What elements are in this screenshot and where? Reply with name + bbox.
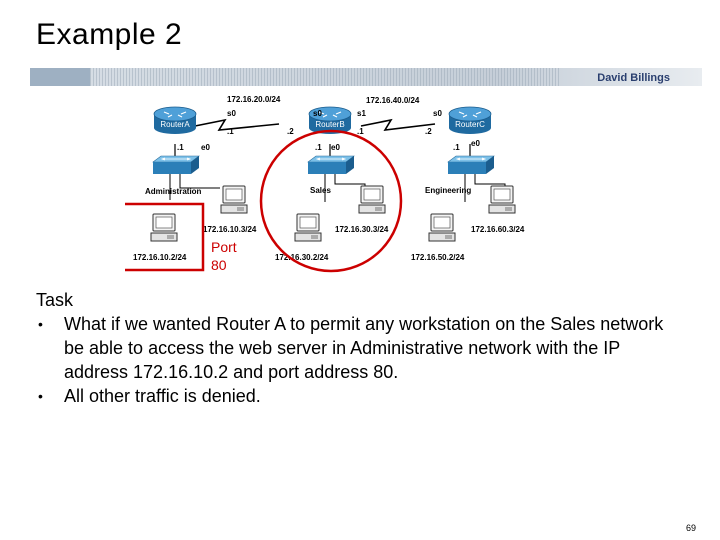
router-b-s0: s0	[313, 109, 322, 118]
router-a-e0: e0	[201, 143, 210, 152]
router-b-s0-ip: .2	[287, 127, 294, 136]
segment-engineering-label: Engineering	[425, 186, 471, 195]
segment-administration-label: Administration	[145, 187, 202, 196]
router-c: RouterC	[448, 106, 492, 135]
host-sales-2-ip: 172.16.30.3/24	[335, 225, 389, 234]
router-b-e0: e0	[331, 143, 340, 152]
pc-admin-2	[220, 185, 248, 214]
router-a-e0-ip: .1	[177, 143, 184, 152]
pc-sales-2	[358, 185, 386, 214]
task-bullet-2: • All other traffic is denied.	[36, 384, 686, 408]
network-diagram: RouterA RouterB RouterC 172.16.20.0/24 1…	[125, 95, 525, 273]
host-admin-2-ip: 172.16.10.3/24	[203, 225, 257, 234]
router-b-s1-ip: .1	[357, 127, 364, 136]
router-c-s0: s0	[433, 109, 442, 118]
router-a-s0-ip: .1	[227, 127, 234, 136]
task-bullet-1: • What if we wanted Router A to permit a…	[36, 312, 686, 384]
router-b-label: RouterB	[315, 120, 344, 129]
sales-network-highlight-circle	[259, 129, 403, 273]
banner-author: David Billings	[597, 72, 670, 84]
switch-administration	[152, 155, 200, 175]
switch-sales	[307, 155, 355, 175]
router-b-e0-ip: .1	[315, 143, 322, 152]
network-bc-label: 172.16.40.0/24	[366, 96, 420, 105]
pc-eng-1	[428, 213, 456, 242]
header-banner: David Billings	[30, 68, 702, 86]
bullet-icon: •	[38, 316, 43, 332]
router-a-s0: s0	[227, 109, 236, 118]
task-bullet-1-text: What if we wanted Router A to permit any…	[64, 314, 664, 382]
switch-engineering	[447, 155, 495, 175]
port-label-line1: Port	[211, 239, 237, 255]
serial-link-bc	[360, 118, 436, 131]
router-b-s1: s1	[357, 109, 366, 118]
slide-title: Example 2	[36, 18, 183, 51]
host-eng-2-ip: 172.16.60.3/24	[471, 225, 525, 234]
serial-link-ab	[194, 118, 280, 131]
host-admin-1-ip: 172.16.10.2/24	[133, 253, 187, 262]
pc-sales-1	[294, 213, 322, 242]
router-c-label: RouterC	[455, 120, 485, 129]
router-a-label: RouterA	[160, 120, 190, 129]
web-server-highlight-box	[125, 202, 205, 272]
router-b: RouterB	[308, 106, 352, 135]
task-bullet-2-text: All other traffic is denied.	[64, 386, 261, 406]
router-c-e0-ip: .1	[453, 143, 460, 152]
bullet-icon: •	[38, 388, 43, 404]
router-c-e0: e0	[471, 139, 480, 148]
port-label-line2: 80	[211, 257, 227, 273]
task-section: Task • What if we wanted Router A to per…	[36, 288, 686, 408]
router-a: RouterA	[153, 106, 197, 135]
pc-admin-1	[150, 213, 178, 242]
segment-sales-label: Sales	[310, 186, 331, 195]
router-c-s0-ip: .2	[425, 127, 432, 136]
task-heading: Task	[36, 290, 74, 310]
host-eng-1-ip: 172.16.50.2/24	[411, 253, 465, 262]
pc-eng-2	[488, 185, 516, 214]
network-ab-label: 172.16.20.0/24	[227, 95, 281, 104]
host-sales-1-ip: 172.16.30.2/24	[275, 253, 329, 262]
page-number: 69	[686, 523, 697, 533]
